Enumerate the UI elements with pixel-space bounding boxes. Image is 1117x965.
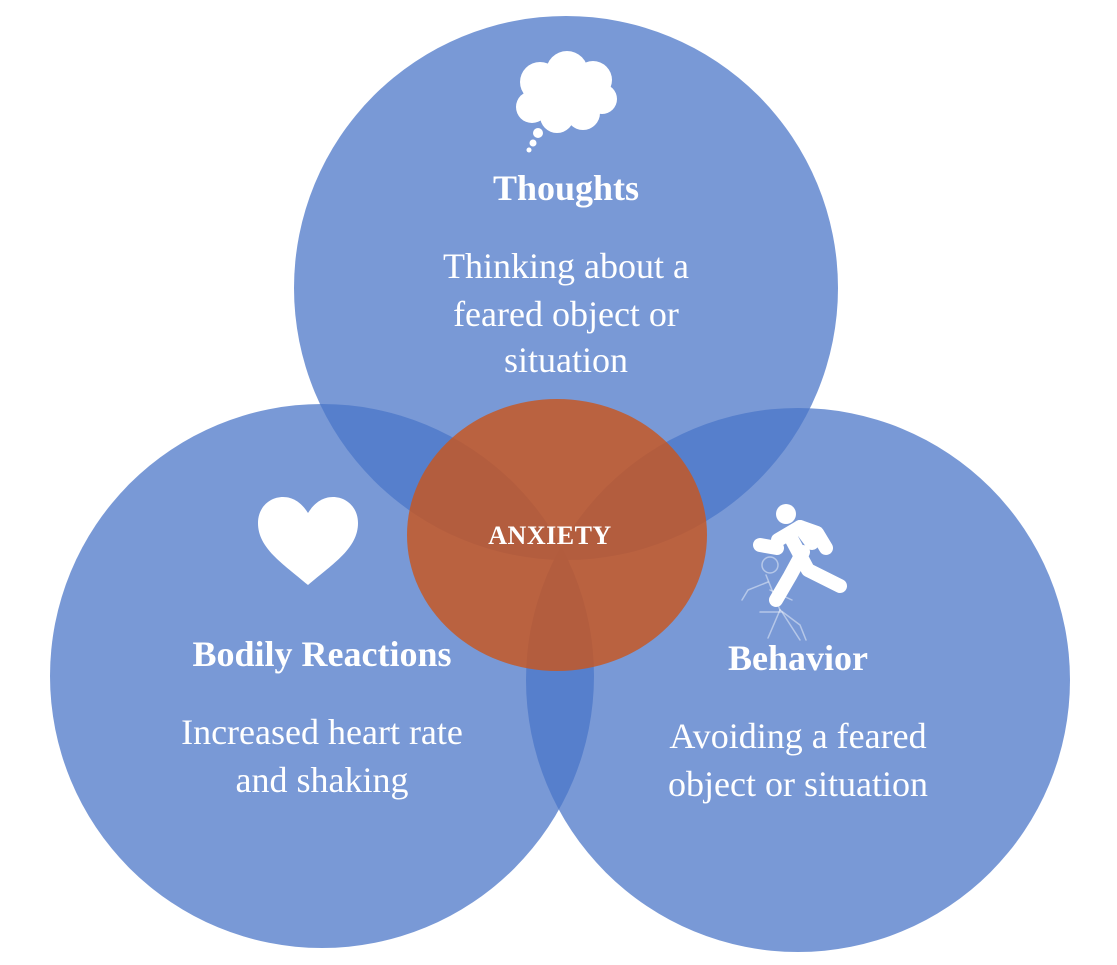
thoughts-description-line-3: situation: [504, 340, 628, 380]
thoughts-title: Thoughts: [493, 168, 639, 208]
thought-bubble-icon: [516, 51, 617, 153]
thoughts-description-line-1: Thinking about a: [443, 246, 689, 286]
behavior-description-line-1: Avoiding a feared: [669, 716, 926, 756]
bodily-reactions-description-line-1: Increased heart rate: [181, 712, 463, 752]
behavior-description-line-2: object or situation: [668, 764, 928, 804]
anxiety-label: ANXIETY: [488, 521, 611, 550]
running-person-icon: [741, 504, 847, 641]
anxiety-circle: [407, 399, 707, 671]
thoughts-circle: [294, 16, 838, 560]
thoughts-description-line-2: feared object or: [453, 294, 679, 334]
bodily-reactions-description-line-2: and shaking: [236, 760, 409, 800]
bodily-reactions-title: Bodily Reactions: [192, 634, 451, 674]
heart-icon: [258, 497, 358, 585]
behavior-title: Behavior: [728, 638, 868, 678]
